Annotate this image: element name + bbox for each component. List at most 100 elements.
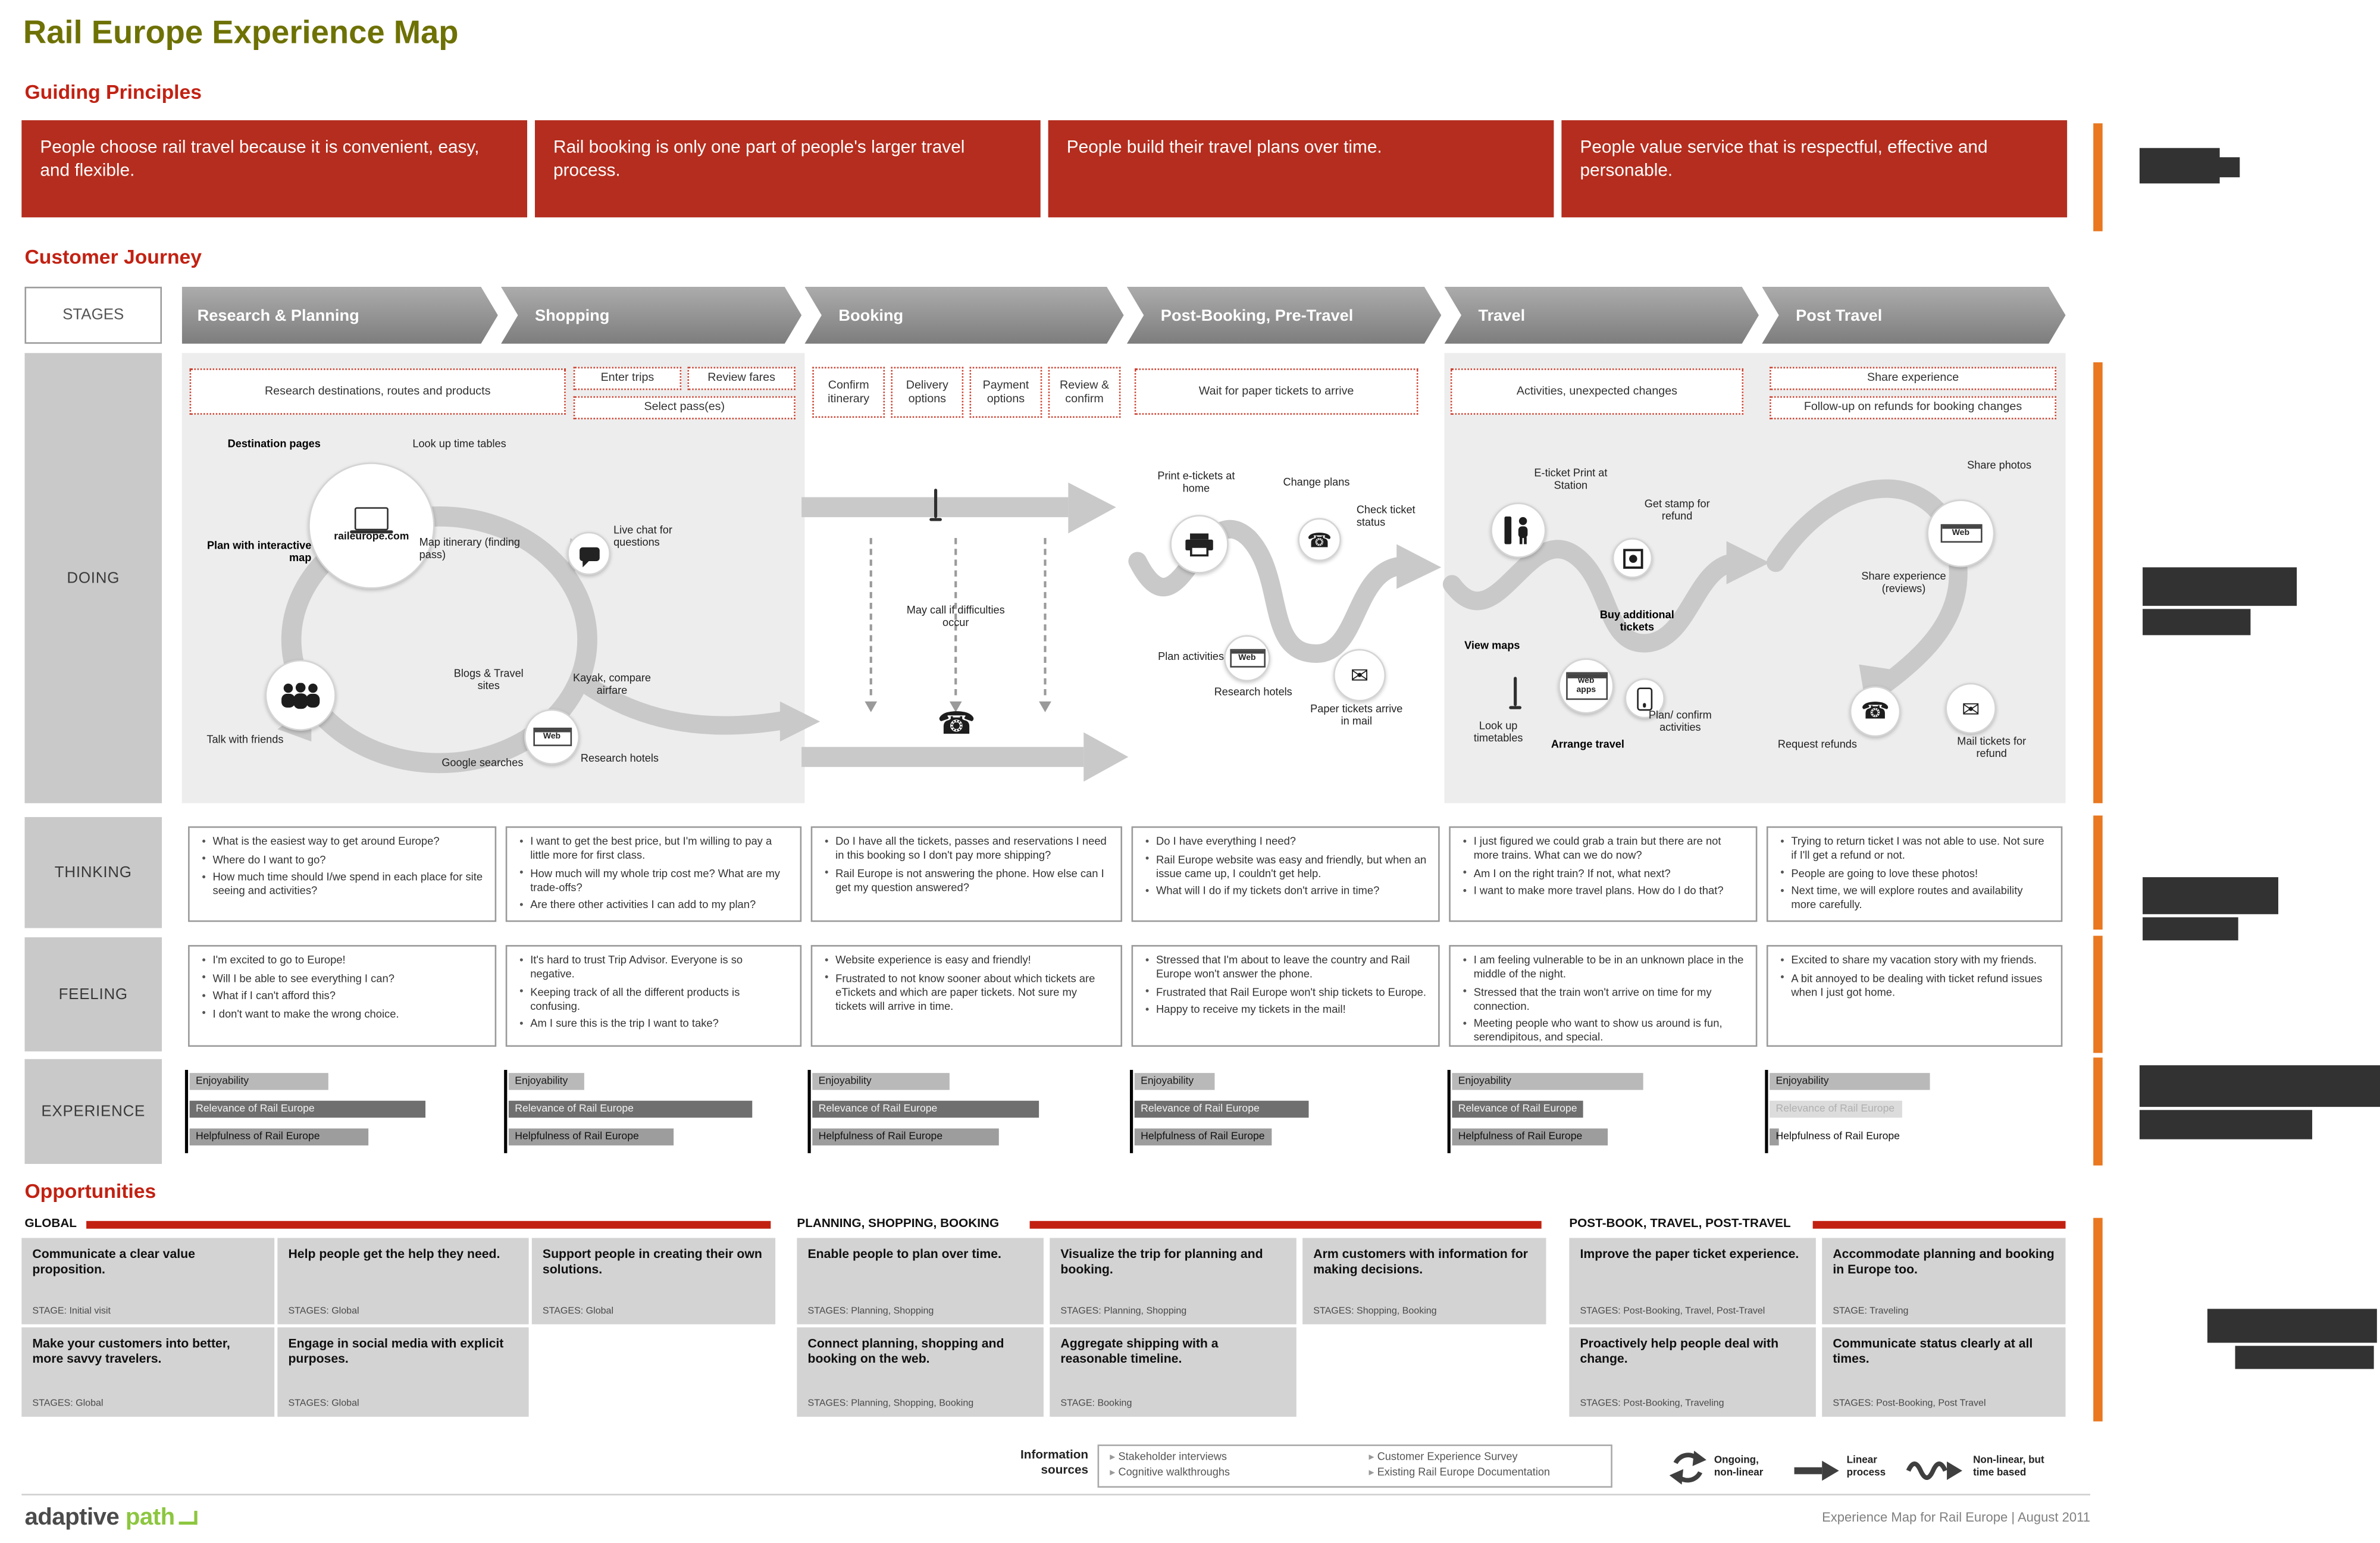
experience-bar: Enjoyability [508, 1073, 584, 1090]
opportunity-title: Arm customers with information for makin… [1313, 1247, 1528, 1276]
laptop-icon [350, 507, 393, 534]
experience-bar: Relevance of Rail Europe [812, 1100, 1038, 1118]
bullet-item: What is the easiest way to get around Eu… [201, 835, 484, 850]
page-title: Rail Europe Experience Map [23, 15, 459, 51]
bullet-item: Am I sure this is the trip I want to tak… [518, 1017, 789, 1032]
raileurope-label: raileurope.com [334, 532, 409, 543]
opportunity-title: Accommodate planning and booking in Euro… [1833, 1247, 2055, 1276]
laptop-icon [1514, 677, 1517, 706]
dashed-arrowhead [865, 701, 878, 712]
opportunity-card: Accommodate planning and booking in Euro… [1822, 1238, 2066, 1325]
doing-label-look-up-time-tables: Look up time tables [412, 439, 506, 450]
phone-icon: ☎ [1861, 698, 1890, 725]
information-source-item: Cognitive walkthroughs [1110, 1466, 1357, 1478]
travel-wave-path [1442, 540, 1742, 653]
doing-label-paper-tickets-mail: Paper tickets arrive in mail [1310, 704, 1403, 728]
doing-label-map-itinerary: Map itinerary (finding pass) [419, 538, 521, 562]
feeling-row-label: FEELING [24, 937, 162, 1051]
customer-journey-heading: Customer Journey [24, 245, 202, 268]
laptop-icon [934, 489, 938, 518]
activity-box-research: Research destinations, routes and produc… [189, 368, 566, 415]
bullet-item: I want to get the best price, but I'm wi… [518, 835, 789, 863]
logo-path-text: path [125, 1504, 175, 1531]
opportunity-group-global: GLOBAL [24, 1216, 77, 1231]
thinking-box-travel: I just figured we could grab a train but… [1449, 826, 1758, 922]
opportunity-card: Arm customers with information for makin… [1302, 1238, 1546, 1325]
doing-label-live-chat: Live chat for questions [613, 525, 672, 549]
stages-bar: Research & Planning Shopping Booking Pos… [182, 287, 2066, 344]
activity-box-review-confirm: Review & confirm [1048, 367, 1121, 418]
stage-post-booking: Post-Booking, Pre-Travel [1127, 287, 1442, 344]
linear-process-icon [1794, 1460, 1839, 1481]
logo-mark-icon [179, 1510, 198, 1525]
experience-axis [504, 1069, 508, 1153]
doing-label-request-refunds: Request refunds [1777, 740, 1857, 751]
redacted-annotation [2139, 148, 2220, 184]
experience-bar: Helpfulness of Rail Europe [1770, 1128, 1900, 1145]
doing-label-plan-confirm: Plan/ confirm activities [1648, 711, 1712, 734]
bullet-item: People are going to love these photos! [1779, 866, 2050, 882]
activity-box-delivery-options: Delivery options [891, 367, 964, 418]
activity-box-followup-refunds: Follow-up on refunds for booking changes [1770, 396, 2056, 420]
feeling-bullets: Excited to share my vacation story with … [1779, 953, 2050, 1000]
stage-research-planning: Research & Planning [182, 287, 498, 344]
paper-tickets-node: ✉ [1333, 649, 1386, 702]
opportunity-card: Enable people to plan over time. STAGES:… [797, 1238, 1044, 1325]
nonlinear-time-icon [1906, 1461, 1962, 1481]
redacted-annotation [2143, 609, 2251, 636]
bullet-item: What if I can't afford this? [201, 989, 484, 1004]
footer-divider [21, 1494, 2090, 1495]
information-source-item: Existing Rail Europe Documentation [1369, 1466, 1616, 1478]
opportunity-stages: STAGES: Planning, Shopping [1060, 1306, 1187, 1317]
bullet-item: What will I do if my tickets don't arriv… [1144, 884, 1427, 900]
experience-bar: Enjoyability [1134, 1073, 1216, 1090]
thinking-box-research: What is the easiest way to get around Eu… [188, 826, 497, 922]
doing-label-blogs-travel: Blogs & Travel sites [453, 669, 524, 693]
feeling-bullets: Stressed that I'm about to leave the cou… [1144, 953, 1427, 1018]
thinking-box-booking: Do I have all the tickets, passes and re… [810, 826, 1123, 922]
doing-label-change-plans: Change plans [1283, 478, 1350, 489]
adaptive-path-logo: adaptive path [24, 1505, 198, 1533]
activity-box-payment-options: Payment options [969, 367, 1042, 418]
dashed-arrowhead [949, 701, 962, 712]
station-icon [1504, 516, 1528, 544]
opportunity-group-bar [1029, 1220, 1542, 1229]
experience-bars-research: Enjoyability Relevance of Rail Europe He… [189, 1073, 492, 1156]
redacted-annotation [2235, 1345, 2374, 1369]
opportunity-stages: STAGES: Global [32, 1398, 104, 1409]
experience-bar: Enjoyability [189, 1073, 329, 1090]
bullet-item: Frustrated to not know sooner about whic… [823, 971, 1110, 1015]
annotation-bar [2093, 362, 2103, 803]
opportunity-stages: STAGES: Post-Booking, Travel, Post-Trave… [1580, 1306, 1765, 1317]
experience-bars-travel: Enjoyability Relevance of Rail Europe He… [1452, 1073, 1751, 1156]
ongoing-nonlinear-icon [1669, 1450, 1706, 1485]
post-booking-wave-path [1128, 519, 1413, 663]
opportunity-stages: STAGES: Global [288, 1398, 359, 1409]
request-refunds-node: ☎ [1849, 686, 1901, 737]
opportunity-title: Make your customers into better, more sa… [32, 1337, 230, 1366]
dashed-arrowhead [1039, 701, 1051, 712]
doing-label-print-etickets: Print e-tickets at home [1157, 471, 1235, 496]
experience-axis [1447, 1069, 1451, 1153]
feeling-box-travel: I am feeling vulnerable to be in an unkn… [1449, 945, 1758, 1047]
opportunity-title: Help people get the help they need. [288, 1247, 500, 1262]
thinking-box-shopping: I want to get the best price, but I'm wi… [505, 826, 802, 922]
mobile-phone-icon [1637, 687, 1653, 711]
web-node-post-travel: Web [1927, 499, 1995, 568]
redacted-annotation [2143, 567, 2297, 606]
opportunity-card: Engage in social media with explicit pur… [277, 1327, 529, 1417]
opportunity-stages: STAGES: Post-Booking, Traveling [1580, 1398, 1724, 1409]
doing-label-look-up-timetables: Look up timetables [1473, 721, 1523, 745]
guiding-principle-card: People choose rail travel because it is … [21, 120, 528, 218]
web-node-post-booking: Web [1224, 635, 1270, 682]
bullet-item: Where do I want to go? [201, 853, 484, 868]
web-browser-icon: Web [533, 728, 571, 746]
bullet-item: Happy to receive my tickets in the mail! [1144, 1003, 1427, 1018]
redacted-annotation [2207, 1309, 2377, 1343]
thinking-bullets: What is the easiest way to get around Eu… [201, 835, 484, 899]
bullet-item: It's hard to trust Trip Advisor. Everyon… [518, 953, 789, 982]
feeling-box-booking: Website experience is easy and friendly!… [810, 945, 1123, 1047]
annotation-bar [2093, 1057, 2103, 1166]
opportunity-title: Aggregate shipping with a reasonable tim… [1060, 1337, 1219, 1366]
